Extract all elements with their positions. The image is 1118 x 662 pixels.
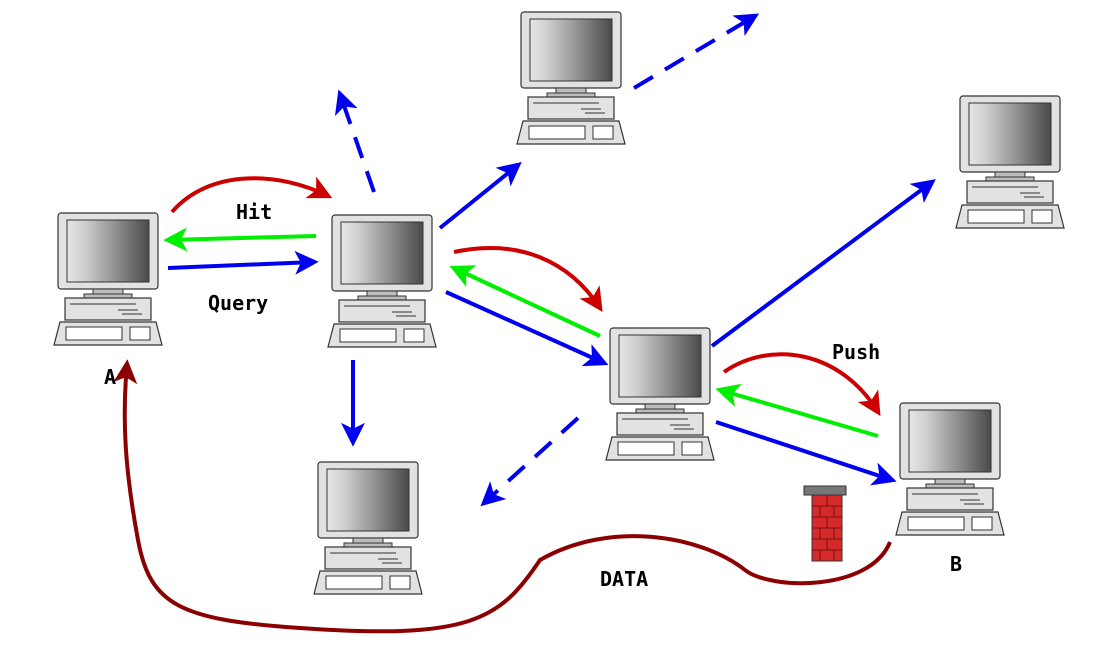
node-b-label: B	[950, 552, 962, 576]
query-arrow-center-down-left	[480, 416, 580, 507]
push-arc-hub-to-center	[453, 246, 603, 313]
query-arrow-a-to-hub	[167, 250, 319, 275]
computer-icon-bottom	[313, 461, 423, 595]
computer-icon-a	[53, 212, 163, 346]
node-a-label: A	[104, 365, 116, 389]
firewall-icon	[803, 485, 847, 562]
computer-icon-top	[516, 11, 626, 145]
hit-label: Hit	[236, 200, 272, 224]
query-arrow-hub-to-center	[445, 290, 609, 367]
computer-icon-hub	[327, 214, 437, 348]
data-label: DATA	[600, 567, 648, 591]
computer-icon-top-right	[955, 95, 1065, 229]
query-label: Query	[208, 291, 268, 315]
computer-icon-center	[605, 327, 715, 461]
query-arrow-hub-to-top	[438, 161, 522, 230]
hit-arrow-center-to-hub	[449, 265, 601, 338]
push-arc-a-to-hub	[170, 176, 333, 214]
computer-icon-b	[895, 402, 1005, 536]
query-arrow-center-to-b	[715, 420, 897, 486]
query-arrow-center-to-top-right	[710, 179, 936, 348]
data-transfer-curve	[113, 359, 892, 634]
query-arrow-top-right	[632, 13, 760, 90]
query-arrow-hub-up	[334, 89, 376, 193]
hit-arrow-hub-to-a	[163, 227, 317, 252]
hit-arrow-b-to-center	[715, 383, 879, 438]
push-label: Push	[832, 340, 880, 364]
push-arc-center-to-b	[722, 352, 881, 417]
